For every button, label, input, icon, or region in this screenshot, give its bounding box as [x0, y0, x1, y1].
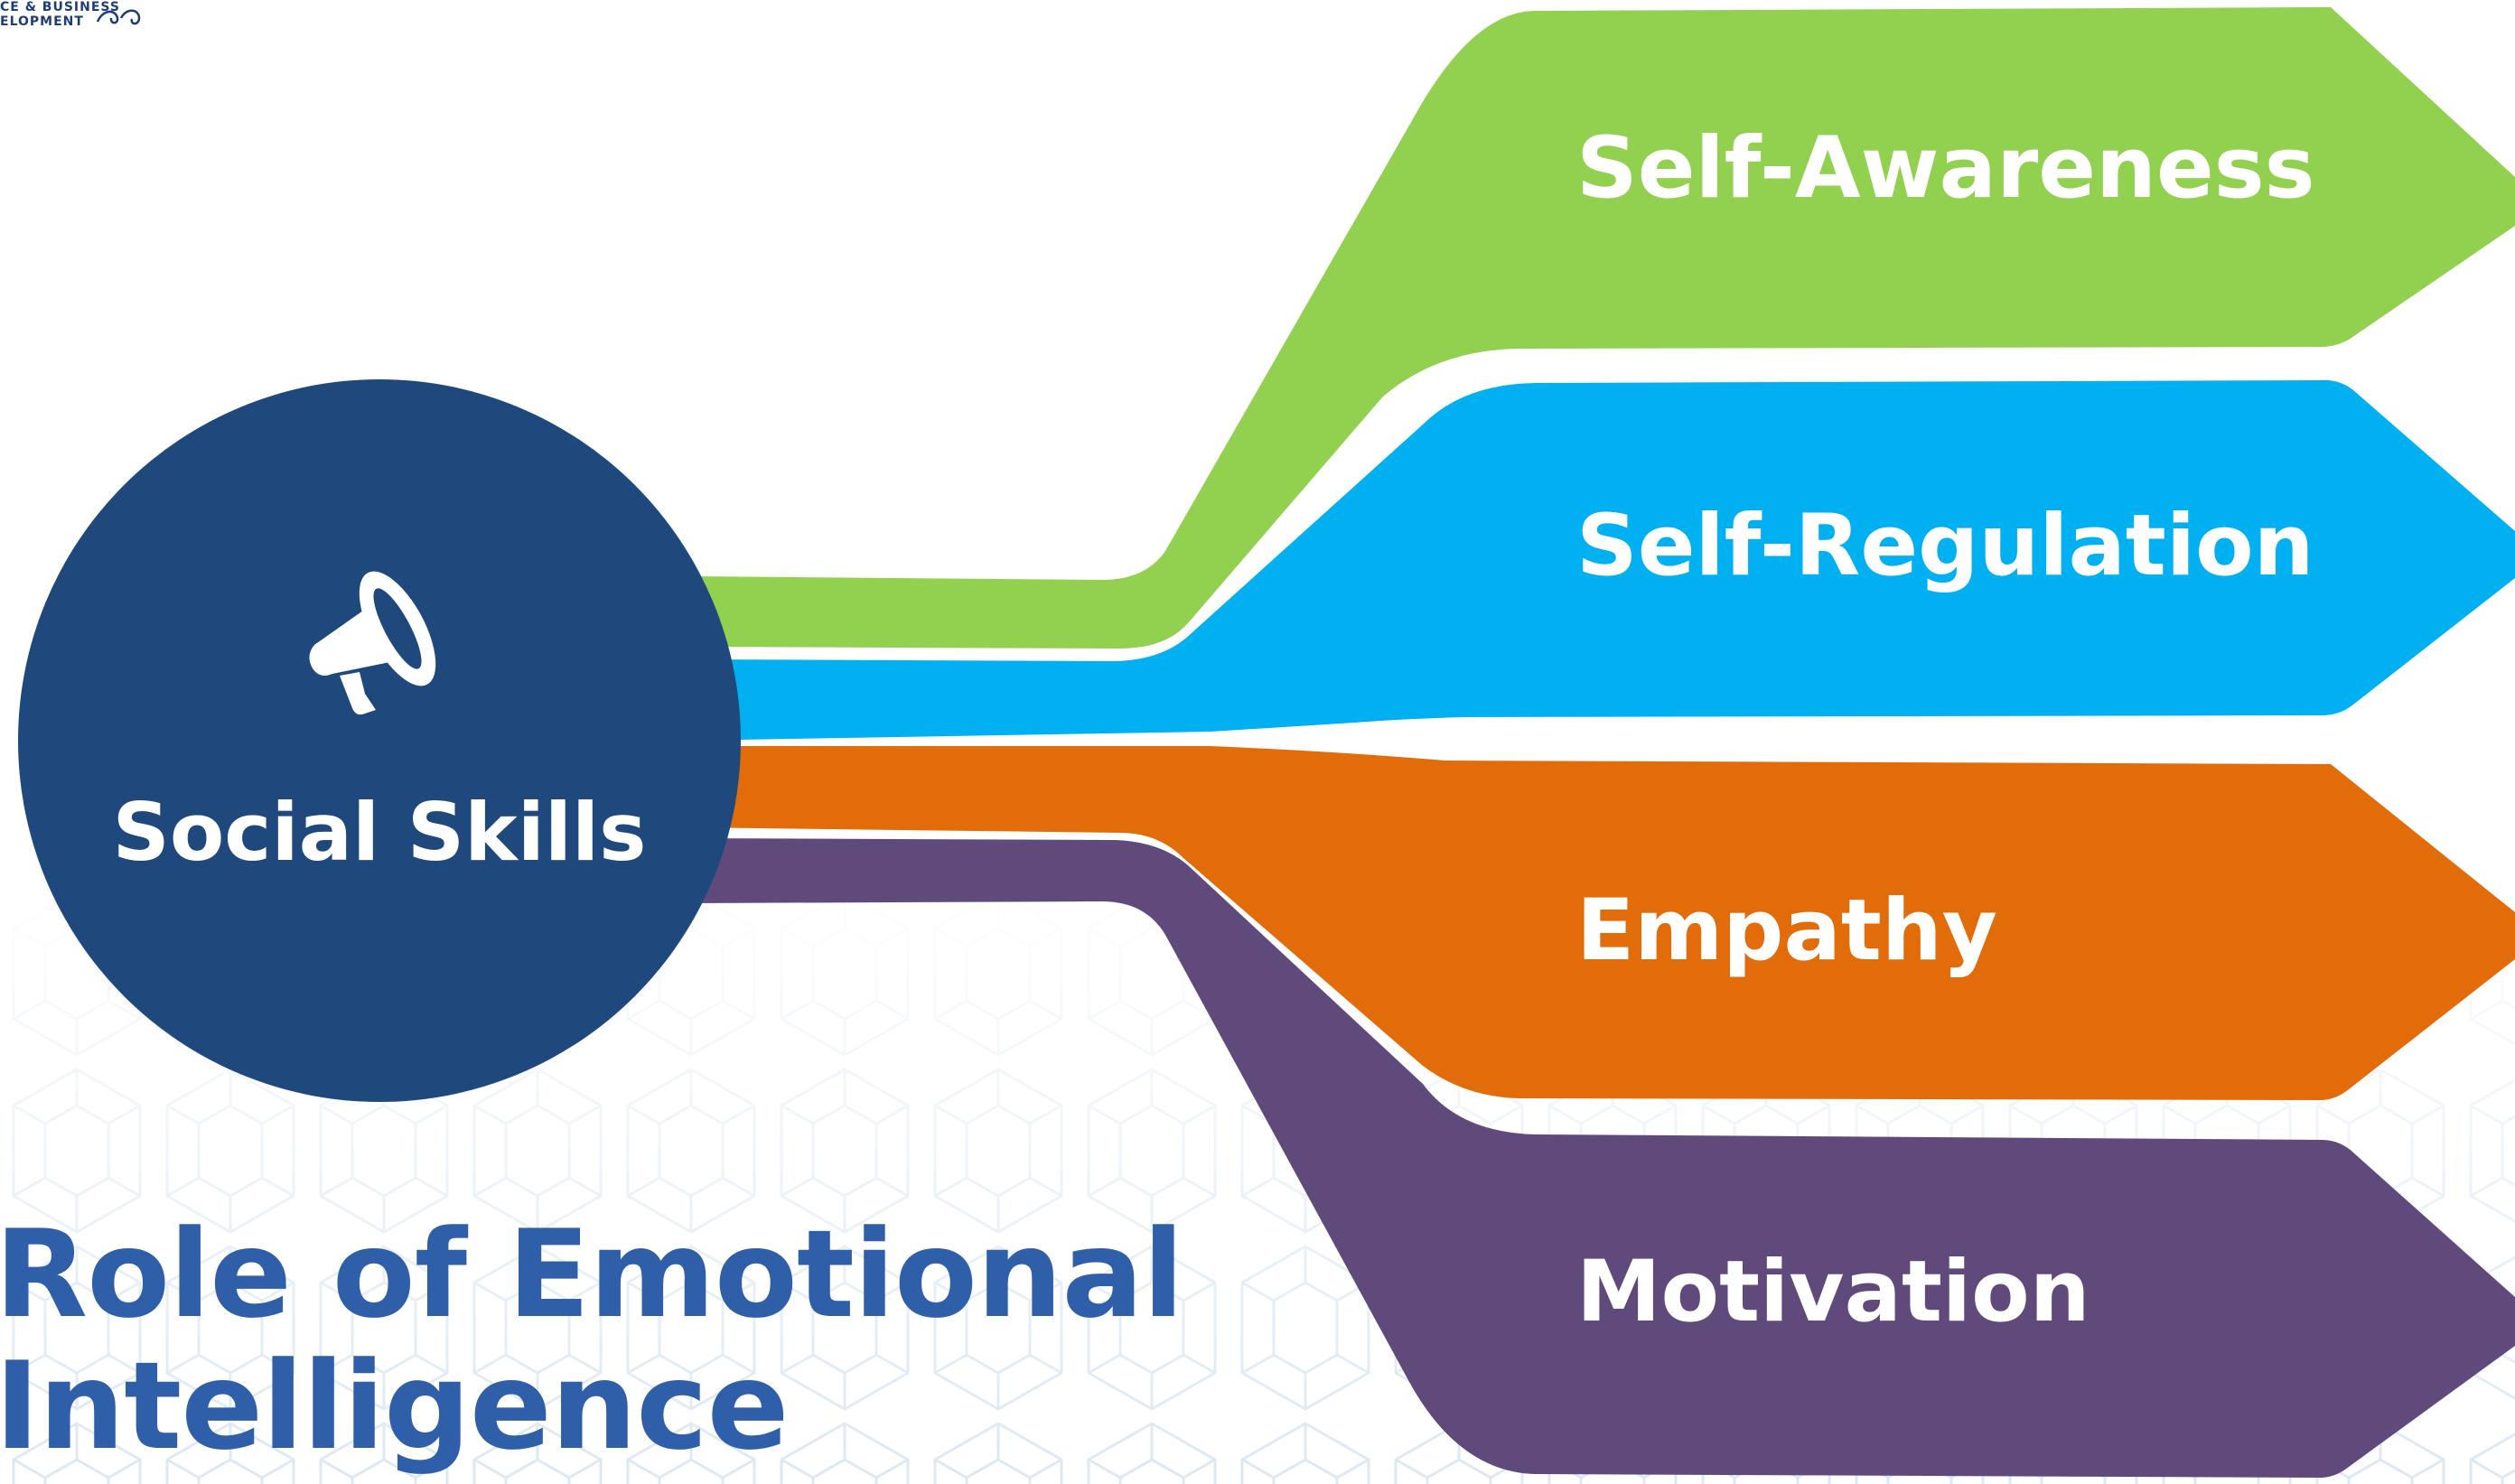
branch-shape-empathy — [687, 746, 2515, 1100]
center-node: Social Skills — [18, 379, 741, 1102]
center-label: Social Skills — [112, 786, 646, 879]
center-circle — [18, 379, 741, 1102]
label-self-awareness: Self-Awareness — [1576, 119, 2315, 218]
branch-empathy: Empathy — [687, 746, 2515, 1100]
branch-motivation: Motivation — [687, 838, 2515, 1478]
label-empathy: Empathy — [1576, 882, 1997, 980]
logo-swirl-icon — [96, 9, 141, 25]
label-motivation: Motivation — [1576, 1243, 2090, 1341]
branch-shape-self-awareness — [687, 7, 2515, 649]
title-line-2: Intelligence — [0, 1336, 790, 1477]
title-line-1: Role of Emotional — [0, 1204, 1184, 1345]
label-self-regulation: Self-Regulation — [1576, 497, 2314, 595]
branch-shape-self-regulation — [687, 379, 2515, 741]
megaphone-icon — [309, 571, 436, 715]
logo-line-2: ELOPMENT — [0, 14, 84, 29]
logo-line-1: CE & BUSINESS — [0, 0, 120, 14]
branch-shape-motivation — [687, 838, 2515, 1478]
logo: CE & BUSINESS ELOPMENT — [0, 0, 120, 29]
branch-self-regulation: Self-Regulation — [687, 379, 2515, 741]
page-title: Role of Emotional Intelligence — [0, 1204, 1184, 1477]
branch-self-awareness: Self-Awareness — [687, 7, 2515, 649]
